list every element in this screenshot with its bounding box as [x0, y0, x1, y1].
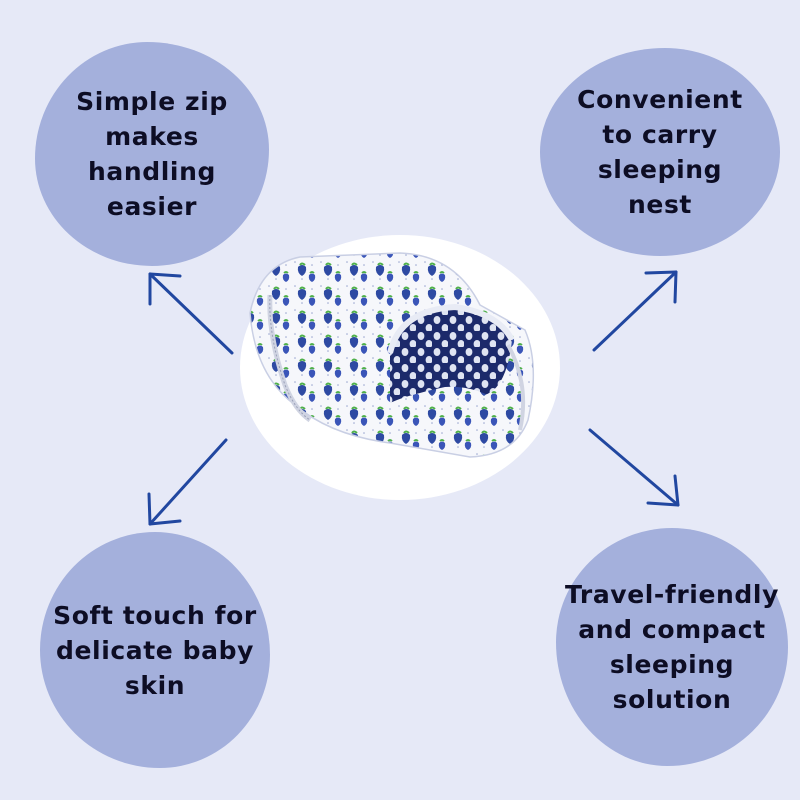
arrow-up-right-icon [592, 270, 678, 352]
feature-text-soft: Soft touch for delicate baby skin [53, 600, 257, 700]
feature-bubble-zip: Simple zip makes handling easier [35, 42, 269, 266]
feature-bubble-carry: Convenient to carry sleeping nest [540, 48, 780, 256]
arrow-down-left-icon [147, 438, 228, 526]
sleeping-nest-image [249, 252, 535, 458]
arrow-down-right-icon [588, 428, 680, 507]
feature-text-travel: Travel-friendly and compact sleeping sol… [565, 580, 779, 714]
nest-zipper [267, 294, 312, 423]
nest-inner-opening [390, 307, 515, 403]
arrow-up-left-icon [148, 272, 234, 355]
feature-bubble-travel: Travel-friendly and compact sleeping sol… [556, 528, 788, 766]
feature-text-zip: Simple zip makes handling easier [76, 87, 228, 221]
feature-bubble-soft: Soft touch for delicate baby skin [40, 532, 270, 768]
feature-text-carry: Convenient to carry sleeping nest [577, 85, 743, 219]
nest-front-lip [390, 340, 526, 453]
